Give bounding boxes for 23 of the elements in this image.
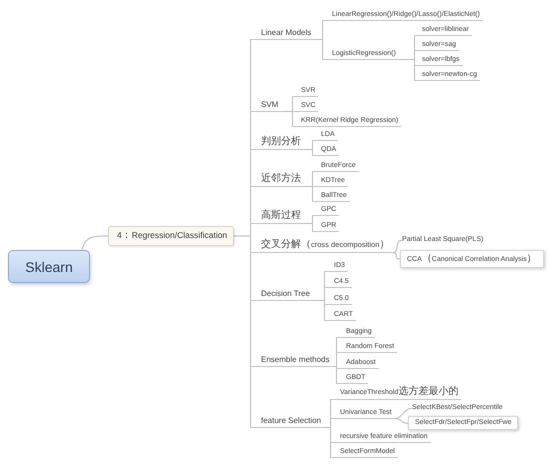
connector-line bbox=[304, 223, 313, 232]
topic-label: Linear Models bbox=[250, 28, 314, 40]
connector-line bbox=[280, 111, 293, 127]
topic-label: 近邻方法 bbox=[250, 173, 304, 187]
connector-line bbox=[312, 300, 325, 321]
connector-line bbox=[314, 39, 323, 60]
connector-line bbox=[324, 427, 331, 458]
topic-label: 判别分析 bbox=[250, 136, 304, 150]
topic-label: Ensemble methods bbox=[250, 355, 332, 367]
connector-line bbox=[394, 418, 408, 424]
topic-label: SVM bbox=[250, 100, 282, 112]
main-topic-box: 4：Regression/Classification bbox=[108, 226, 234, 246]
topic-label: 高斯过程 bbox=[250, 210, 304, 224]
connector-line bbox=[304, 186, 313, 202]
root-topic-box: Sklearn bbox=[8, 250, 90, 283]
connector-line bbox=[234, 236, 251, 428]
topic-label: feature Selection bbox=[250, 416, 324, 428]
connector-line bbox=[394, 408, 412, 419]
connector-line bbox=[304, 149, 313, 156]
connector-line bbox=[392, 252, 400, 260]
connector-line bbox=[392, 240, 402, 253]
topic-label: Decision Tree bbox=[250, 289, 313, 301]
connector-line bbox=[82, 236, 108, 250]
